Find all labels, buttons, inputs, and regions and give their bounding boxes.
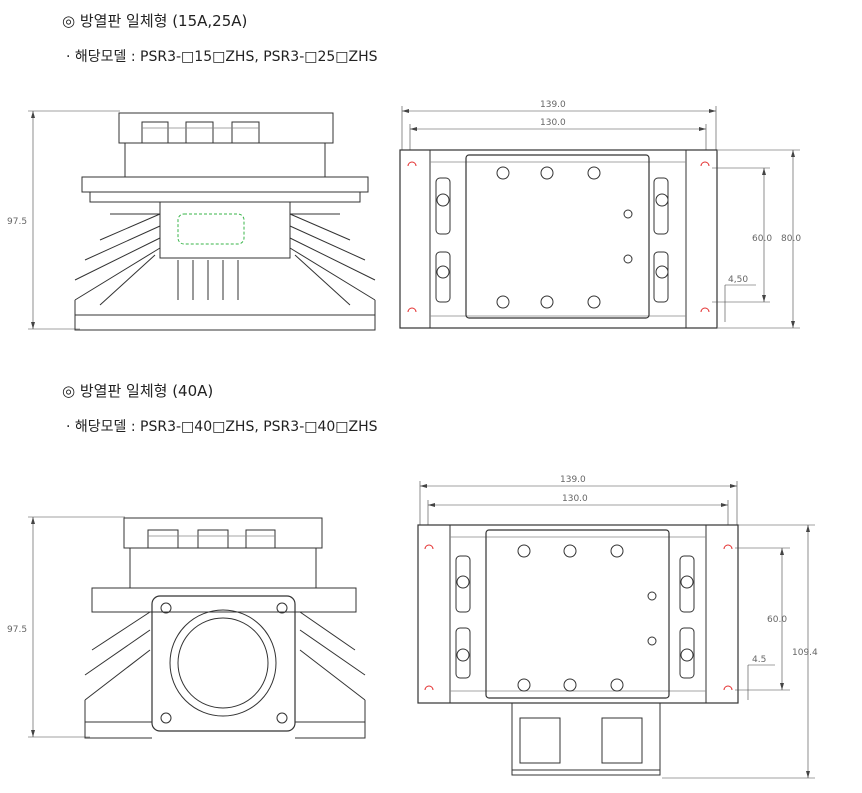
s1-depth-label: 80.0 (781, 234, 801, 244)
s2-hole-span-label: 60.0 (767, 615, 787, 625)
s1-width-outer-label: 139.0 (540, 100, 566, 110)
section2-models: · 해당모델 : PSR3-□40□ZHS, PSR3-□40□ZHS (66, 419, 378, 435)
s2-width-outer-label: 139.0 (560, 475, 586, 485)
s1-height-label: 97.5 (7, 217, 27, 227)
s2-height-label: 97.5 (7, 625, 27, 635)
s2-hole-label: 4.5 (752, 655, 766, 665)
section1-models: · 해당모델 : PSR3-□15□ZHS, PSR3-□25□ZHS (66, 49, 378, 65)
s1-width-inner-label: 130.0 (540, 118, 566, 128)
side-view-40a: 97.5 (7, 516, 366, 739)
s1-hole-span-label: 60.0 (752, 234, 772, 244)
top-view-15a-25a: 139.0 130.0 80. (399, 100, 801, 329)
side-view-15a-25a: 97.5 (7, 110, 376, 331)
section2-heading: ◎ 방열판 일체형 (40A) (62, 382, 214, 400)
s2-depth-label: 109.4 (792, 648, 818, 658)
section1-heading: ◎ 방열판 일체형 (15A,25A) (62, 12, 248, 30)
s1-hole-label: 4,50 (728, 275, 748, 285)
top-view-40a: 139.0 130.0 10 (417, 475, 818, 779)
s2-width-inner-label: 130.0 (562, 494, 588, 504)
